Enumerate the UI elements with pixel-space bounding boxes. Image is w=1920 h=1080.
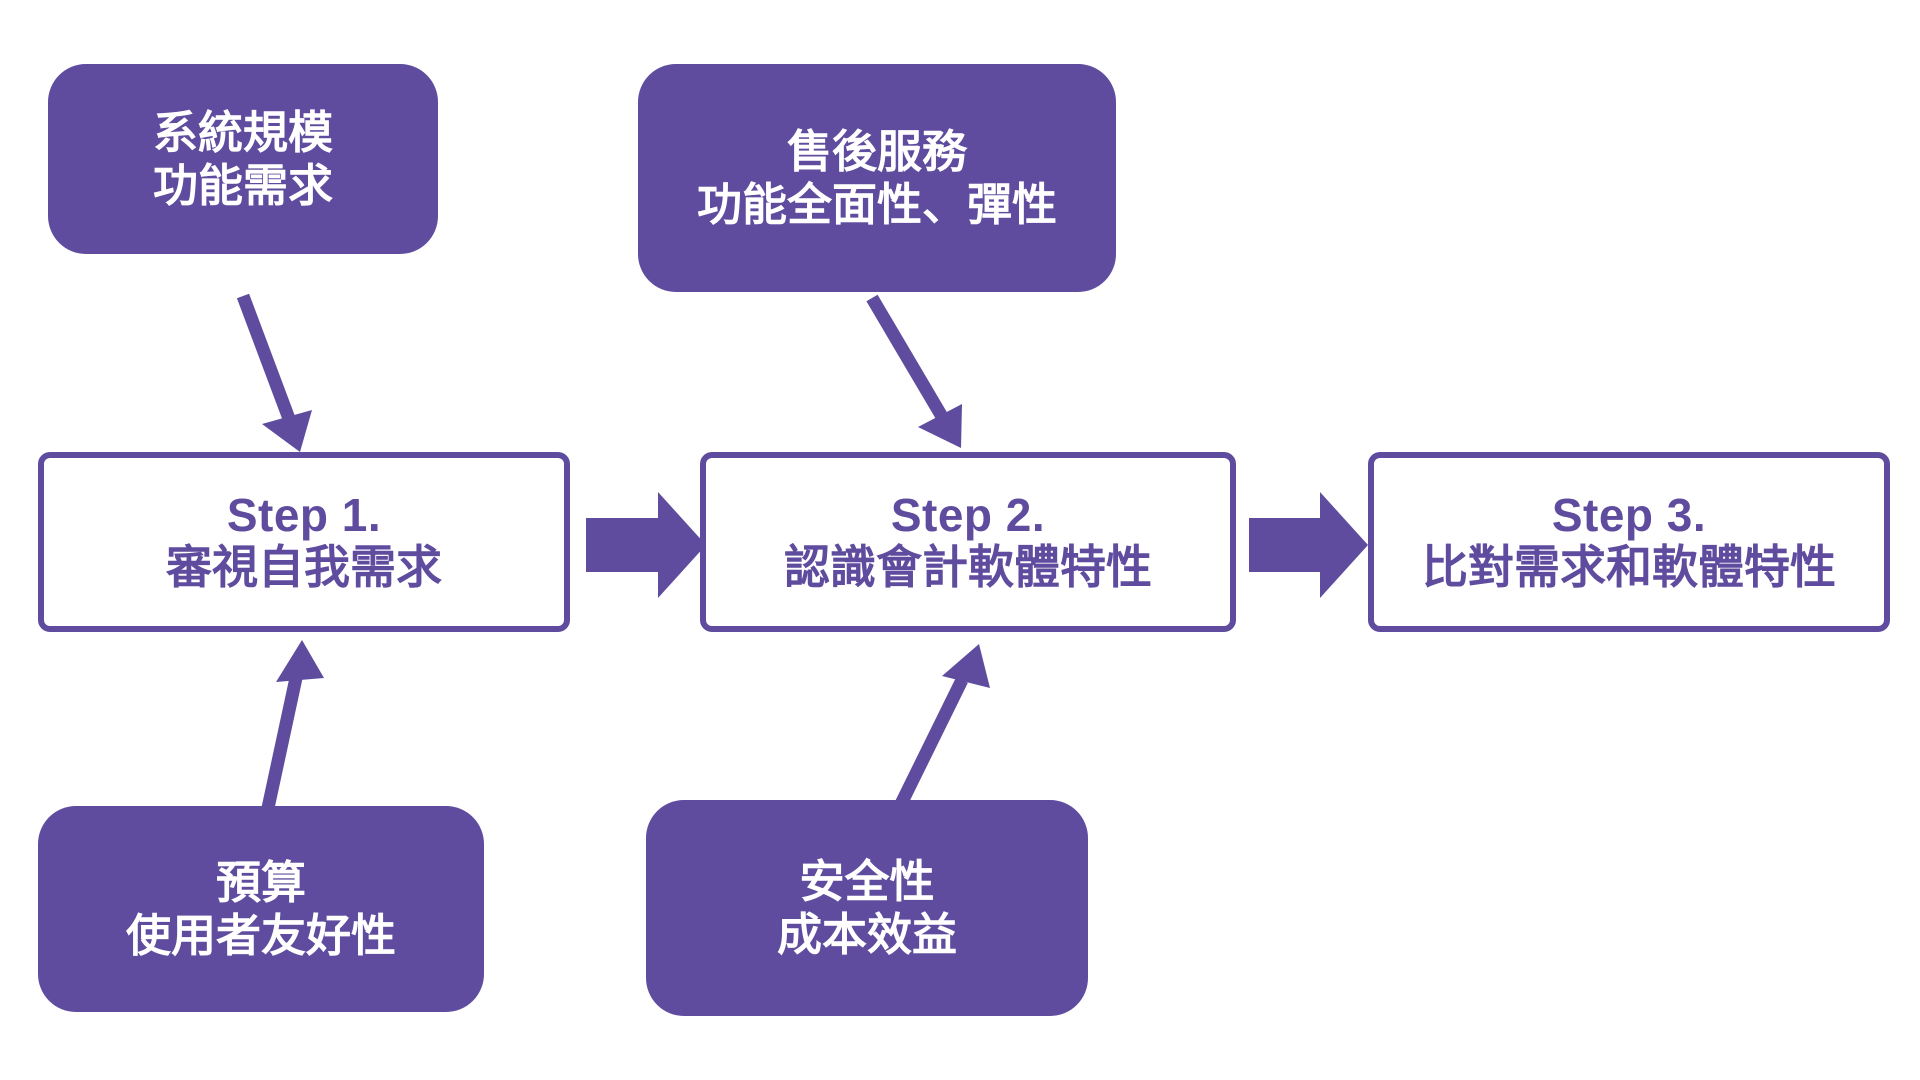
card-top-left-line1: 系統規模: [152, 106, 333, 158]
card-top-middle-line1: 售後服務: [786, 125, 967, 177]
card-top-middle[interactable]: 售後服務 功能全面性、彈性: [638, 64, 1116, 292]
line-arrow-bottom-middle-icon: [894, 644, 990, 809]
step-2-subtitle: 認識會計軟體特性: [784, 541, 1152, 593]
step-box-3[interactable]: Step 3. 比對需求和軟體特性: [1368, 452, 1890, 632]
card-bottom-left[interactable]: 預算 使用者友好性: [38, 806, 484, 1012]
step-3-subtitle: 比對需求和軟體特性: [1422, 541, 1836, 593]
card-top-left[interactable]: 系統規模 功能需求: [48, 64, 438, 254]
step-2-title: Step 2.: [890, 489, 1046, 542]
card-top-middle-line2: 功能全面性、彈性: [696, 179, 1057, 230]
line-arrow-bottom-left-icon: [261, 640, 324, 810]
card-top-left-line2: 功能需求: [152, 160, 333, 211]
block-arrow-1-2-icon: [586, 492, 706, 598]
line-arrow-top-middle-icon: [866, 294, 962, 448]
step-box-2[interactable]: Step 2. 認識會計軟體特性: [700, 452, 1236, 632]
card-bottom-middle[interactable]: 安全性 成本效益: [646, 800, 1088, 1016]
line-arrow-top-left-icon: [236, 293, 312, 452]
card-bottom-middle-line2: 成本效益: [776, 909, 957, 960]
card-bottom-left-line2: 使用者友好性: [125, 910, 396, 961]
block-arrow-2-3-icon: [1249, 492, 1368, 598]
step-1-subtitle: 審視自我需求: [166, 541, 442, 593]
step-3-title: Step 3.: [1551, 489, 1707, 542]
card-bottom-middle-line1: 安全性: [799, 855, 935, 907]
card-bottom-left-line1: 預算: [215, 856, 306, 908]
step-1-title: Step 1.: [226, 489, 382, 542]
step-box-1[interactable]: Step 1. 審視自我需求: [38, 452, 570, 632]
